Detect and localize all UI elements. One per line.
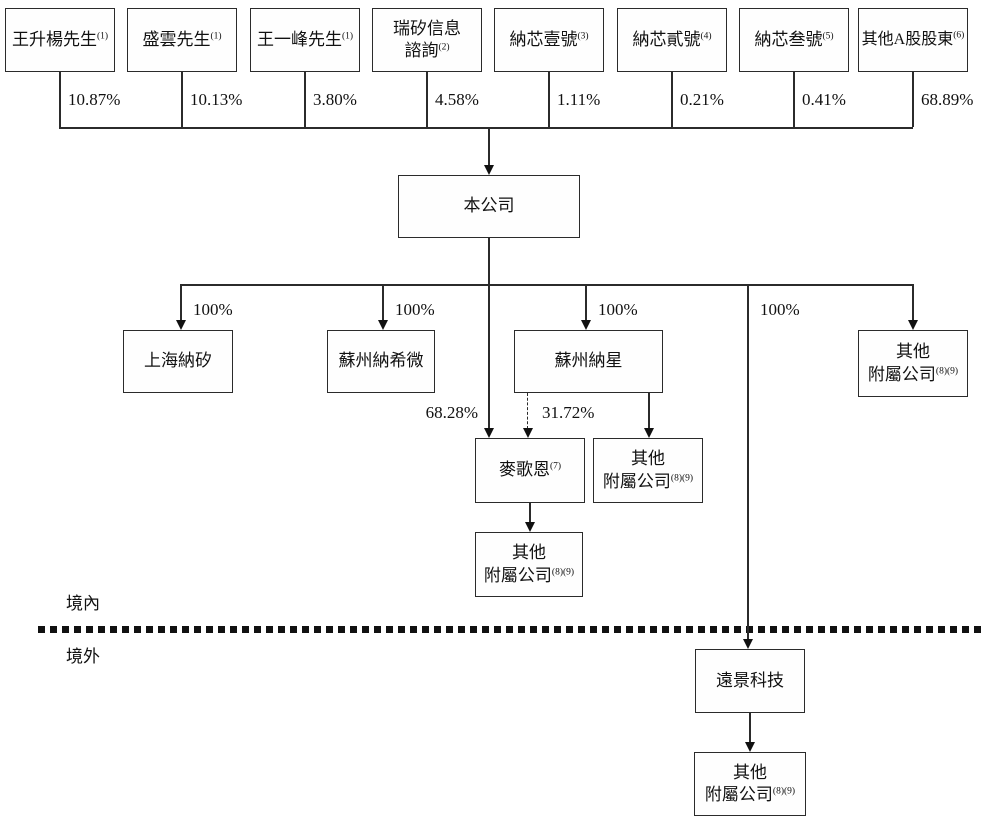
connector-vision-tech-to-other-sub [749, 713, 751, 743]
node-label: 本公司 [463, 196, 515, 216]
node-label: 上海納矽 [144, 351, 212, 371]
pct-label-wang-shengyang: 10.87% [68, 90, 121, 109]
node-label: 蘇州納星 [554, 351, 623, 371]
node-sheng-yun: 盛雲先生(1) [127, 8, 237, 72]
node-label: 納芯叁號(5) [754, 29, 834, 49]
node-naxin-no2: 納芯貳號(4) [617, 8, 727, 72]
node-label: 蘇州納希微 [338, 351, 424, 371]
node-label: 王一峰先生(1) [256, 29, 354, 49]
connector-to-other-sub-top [912, 284, 914, 321]
node-other-subsidiaries-mid: 其他 附屬公司(8)(9) [593, 438, 703, 503]
pct-label-sheng-yun: 10.13% [190, 90, 243, 109]
ownership-label-magn-dashed: 31.72% [542, 403, 595, 422]
connector-naxing-to-magn-dashed [527, 393, 529, 429]
ownership-label-vision-tech: 100% [760, 300, 800, 319]
node-label: 盛雲先生(1) [142, 29, 222, 49]
pct-label-other-a: 68.89% [921, 90, 974, 109]
label-offshore: 境外 [66, 647, 100, 666]
node-label: 納芯貳號(4) [632, 29, 712, 49]
ownership-label-suzhou-naxing: 100% [598, 300, 638, 319]
node-wang-shengyang: 王升楊先生(1) [5, 8, 115, 72]
node-wang-yifeng: 王一峰先生(1) [250, 8, 360, 72]
node-other-subsidiaries-top: 其他 附屬公司(8)(9) [858, 330, 968, 397]
arrow-into-suzhou-naxiwei [377, 320, 388, 330]
node-label-line1: 瑞矽信息 [393, 18, 461, 38]
node-label: 王升楊先生(1) [11, 29, 109, 49]
connector-shareholder-8 [912, 71, 914, 127]
node-magn: 麥歌恩(7) [475, 438, 585, 503]
connector-to-shanghai-naxi [180, 284, 182, 321]
connector-bus-to-company [488, 127, 490, 166]
pct-label-naxin-no1: 1.11% [557, 90, 601, 109]
arrow-into-shanghai-naxi [175, 320, 186, 330]
arrow-into-other-sub-below-magn [524, 522, 535, 532]
node-label-line2: 附屬公司(8)(9) [867, 364, 959, 384]
connector-magn-to-other-sub [529, 503, 531, 523]
arrow-into-company [483, 165, 494, 175]
node-label: 納芯壹號(3) [509, 29, 589, 49]
node-shanghai-naxi: 上海納矽 [123, 330, 233, 393]
connector-shareholder-4 [426, 71, 428, 127]
node-other-subsidiaries-bottom: 其他 附屬公司(8)(9) [694, 752, 806, 816]
arrow-into-magn-dashed [522, 428, 533, 438]
connector-shareholder-1 [59, 71, 61, 127]
pct-label-naxin-no3: 0.41% [802, 90, 846, 109]
onshore-offshore-divider [38, 626, 986, 633]
arrow-into-magn-direct [483, 428, 494, 438]
arrow-into-vision-tech [742, 639, 753, 649]
connector-subsidiary-bus [180, 284, 914, 286]
connector-to-vision-tech [747, 284, 749, 640]
node-naxin-no3: 納芯叁號(5) [739, 8, 849, 72]
node-ruixi-consulting: 瑞矽信息 諮詢(2) [372, 8, 482, 72]
node-label-line1: 其他 [896, 342, 930, 362]
node-other-a-shareholders: 其他A股股東(6) [858, 8, 968, 72]
arrow-into-other-sub-top [907, 320, 918, 330]
pct-label-naxin-no2: 0.21% [680, 90, 724, 109]
node-label: 遠景科技 [716, 670, 784, 690]
connector-shareholder-5 [548, 71, 550, 127]
arrow-into-other-sub-bottom [744, 742, 755, 752]
pct-label-ruixi: 4.58% [435, 90, 479, 109]
ownership-label-suzhou-naxiwei: 100% [395, 300, 435, 319]
connector-naxing-to-other-sub [648, 393, 650, 429]
node-naxin-no1: 納芯壹號(3) [494, 8, 604, 72]
arrow-into-other-sub-mid [643, 428, 654, 438]
label-onshore: 境內 [66, 594, 100, 613]
connector-shareholder-2 [181, 71, 183, 127]
pct-label-wang-yifeng: 3.80% [313, 90, 357, 109]
connector-shareholder-7 [793, 71, 795, 127]
node-label-line1: 其他 [733, 762, 767, 782]
ownership-label-magn-direct: 68.28% [425, 403, 478, 422]
node-label-line2: 附屬公司(8)(9) [602, 471, 694, 491]
connector-company-to-magn [488, 238, 490, 429]
connector-to-suzhou-naxiwei [382, 284, 384, 321]
node-company: 本公司 [398, 175, 580, 238]
ownership-label-shanghai-naxi: 100% [193, 300, 233, 319]
node-label: 其他A股股東(6) [861, 31, 965, 49]
node-other-subsidiaries-below-magn: 其他 附屬公司(8)(9) [475, 532, 583, 597]
connector-to-suzhou-naxing [585, 284, 587, 321]
node-label-line1: 其他 [512, 543, 546, 563]
node-label: 麥歌恩(7) [498, 460, 562, 480]
connector-shareholder-3 [304, 71, 306, 127]
node-suzhou-naxing: 蘇州納星 [514, 330, 663, 393]
arrow-into-suzhou-naxing [580, 320, 591, 330]
connector-shareholder-6 [671, 71, 673, 127]
connector-shareholder-bus [59, 127, 914, 129]
node-label-line1: 其他 [631, 449, 665, 469]
node-vision-tech: 遠景科技 [695, 649, 805, 713]
node-label-line2: 諮詢(2) [404, 41, 450, 60]
node-suzhou-naxiwei: 蘇州納希微 [327, 330, 435, 393]
node-label-line2: 附屬公司(8)(9) [704, 785, 796, 804]
node-label-line2: 附屬公司(8)(9) [483, 565, 575, 585]
